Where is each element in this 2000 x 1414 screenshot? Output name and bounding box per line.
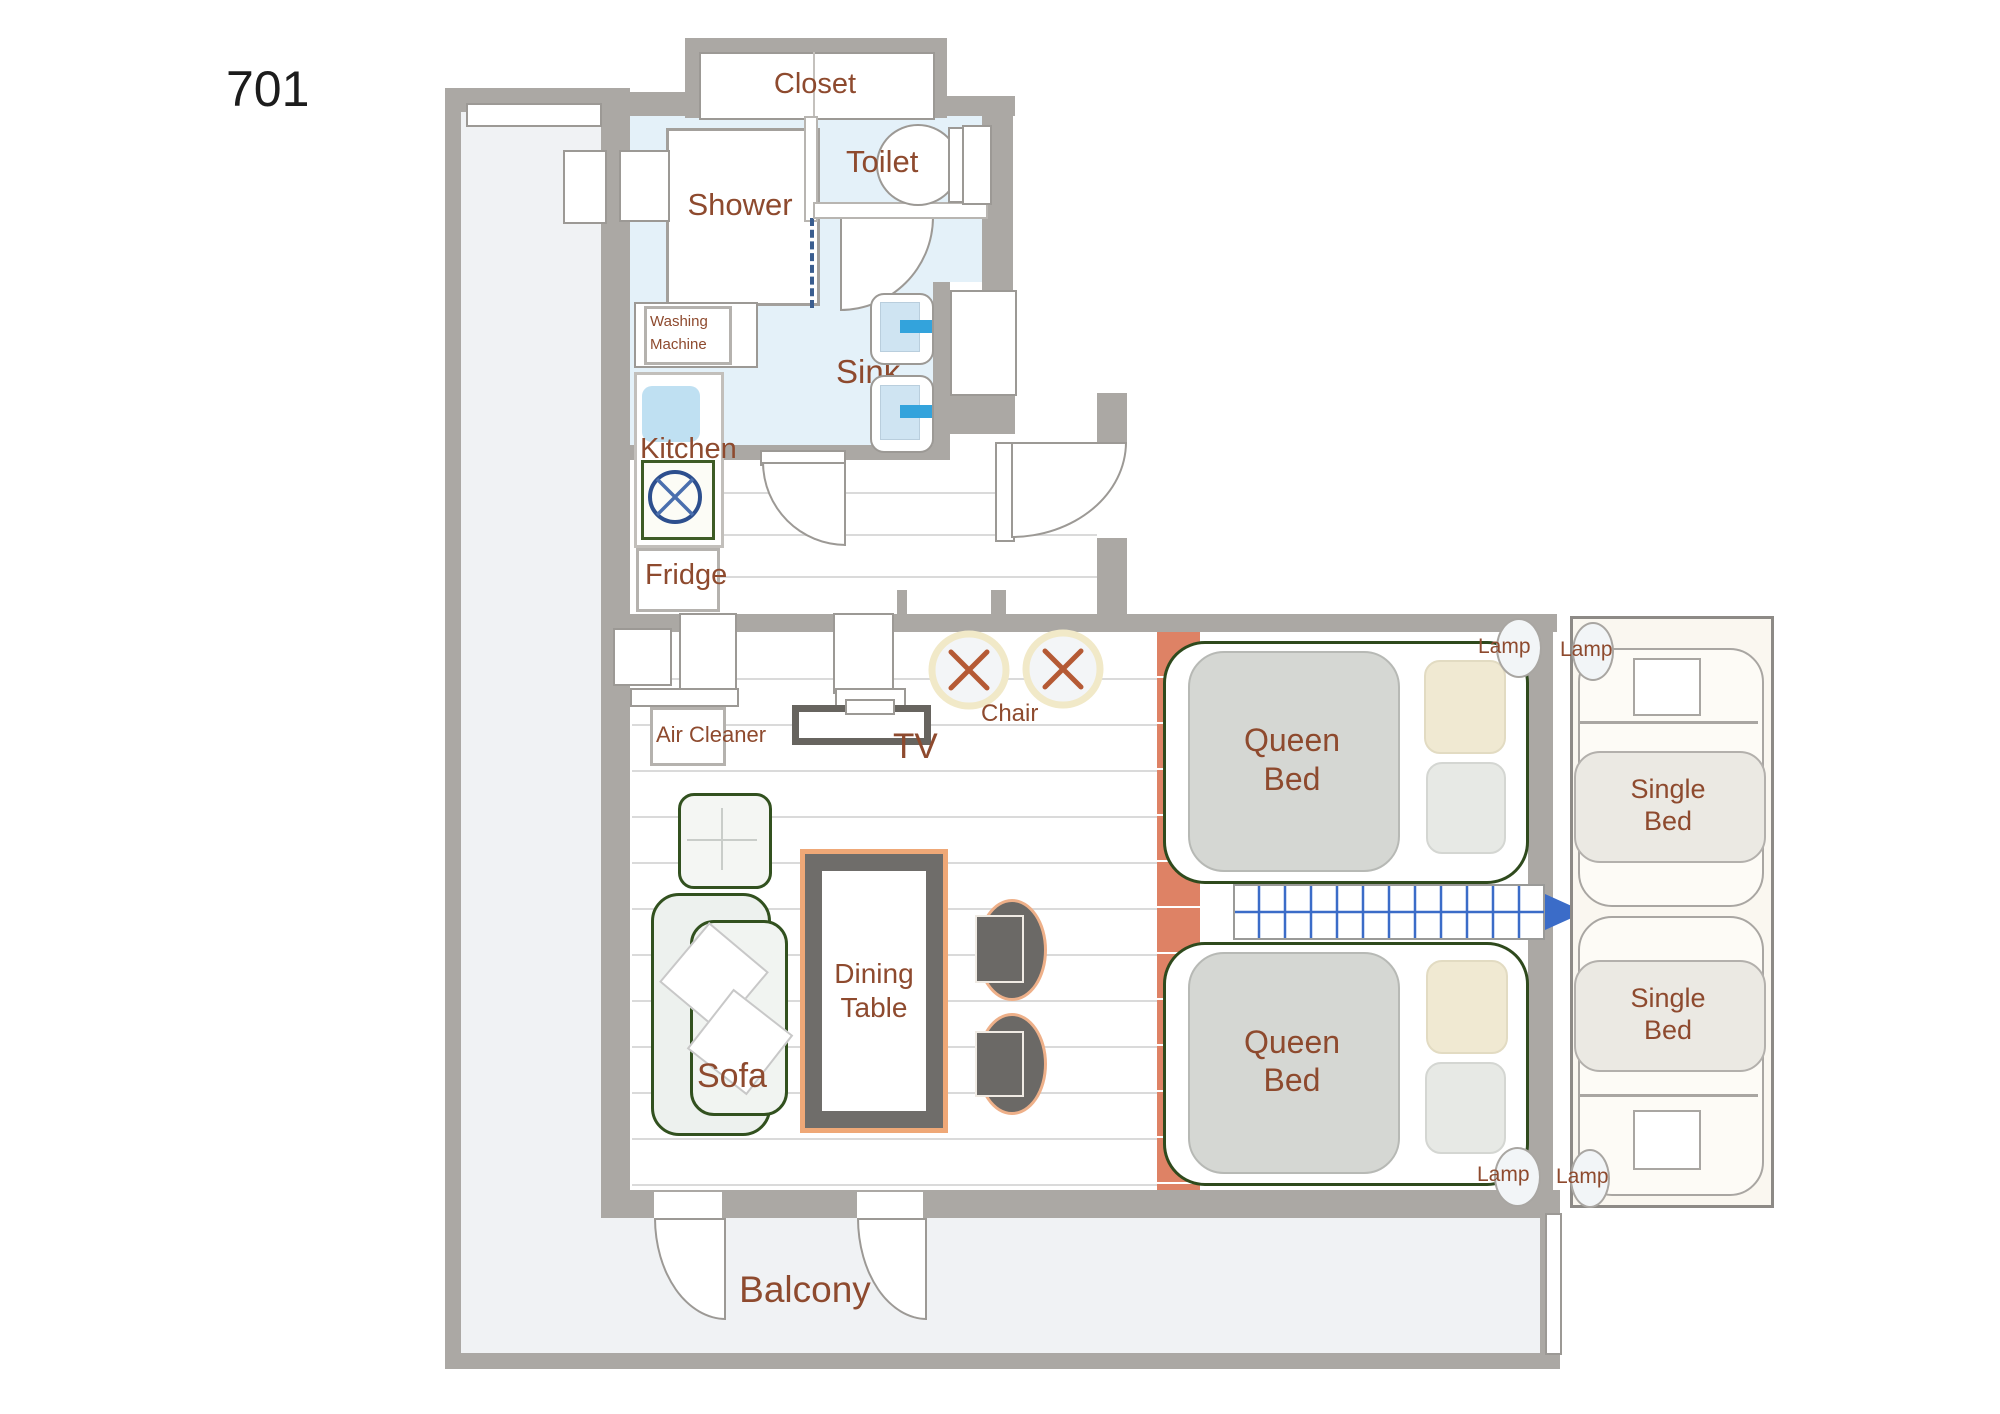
wall-niche <box>619 150 670 222</box>
lamp-label: Lamp <box>1477 1163 1530 1186</box>
faucet-icon <box>900 405 932 418</box>
fridge <box>636 548 720 612</box>
door-opening <box>857 1192 923 1218</box>
storage-cabinet <box>613 628 672 686</box>
dining-chair-seat <box>975 915 1024 983</box>
wall <box>1097 393 1127 442</box>
single-bed-top-mattress <box>1574 751 1766 863</box>
queen-bed-top-mattress <box>1188 651 1400 872</box>
single-bed-bottom-label: Single Bed <box>1630 982 1706 1045</box>
air-cleaner-label: Air Cleaner <box>656 722 767 747</box>
door-post <box>897 590 907 616</box>
bed-divider <box>1580 721 1758 724</box>
washing-machine-label: Washing Machine <box>650 313 708 353</box>
side-table <box>678 793 772 889</box>
pillow <box>1426 762 1506 854</box>
faucet-icon <box>900 320 932 333</box>
bed-divider <box>1580 1094 1758 1097</box>
entry-niche <box>950 290 1017 396</box>
toilet-tank-icon <box>962 125 992 205</box>
lamp-label: Lamp <box>1560 638 1613 661</box>
air-cleaner <box>650 707 726 766</box>
door-post <box>991 590 1006 616</box>
dining-table-label: Dining Table <box>834 958 914 1023</box>
lamp-icon <box>1494 1147 1541 1207</box>
bed-connector-arrow <box>1233 884 1585 940</box>
lamp-icon <box>1496 618 1542 678</box>
balcony-label: Balcony <box>739 1268 871 1310</box>
toilet-label: Toilet <box>846 144 919 179</box>
wall <box>445 1353 1560 1369</box>
queen-bed-bottom-mattress <box>1188 952 1400 1174</box>
chair-icon <box>1022 629 1104 709</box>
queen-bed-bottom-label: Queen Bed <box>1243 1023 1341 1098</box>
toilet-partition <box>813 202 988 219</box>
toilet-bowl-icon <box>876 124 960 206</box>
side-table-cross <box>721 808 723 870</box>
chair-label: Chair <box>981 700 1039 727</box>
pillow <box>1424 660 1506 754</box>
shower-label: Shower <box>687 187 793 223</box>
wall <box>617 92 687 116</box>
sofa-label: Sofa <box>697 1057 767 1095</box>
washing-machine <box>644 306 732 365</box>
pillow <box>1633 658 1701 716</box>
wall <box>933 282 950 460</box>
balcony-left-strip <box>460 112 601 1353</box>
lamp-label: Lamp <box>1478 635 1531 658</box>
tv-label: TV <box>893 727 938 766</box>
kitchen-sink-basin <box>642 386 700 442</box>
pillow <box>1633 1110 1701 1170</box>
wall <box>950 392 1015 434</box>
door-opening <box>654 1192 722 1218</box>
shower-sliding-door <box>810 218 814 308</box>
single-bed-top-label: Single Bed <box>1630 773 1706 836</box>
chair-icon <box>928 630 1010 710</box>
queen-bed-top-label: Queen Bed <box>1243 722 1341 797</box>
wall-niche <box>563 150 607 224</box>
fridge-label: Fridge <box>645 559 728 591</box>
pillow <box>1426 960 1508 1054</box>
dining-chair-seat <box>975 1031 1024 1097</box>
lamp-icon <box>1572 622 1614 681</box>
window <box>466 103 602 127</box>
lamp-label: Lamp <box>1556 1165 1609 1188</box>
kitchen-label: Kitchen <box>640 433 737 465</box>
wall <box>601 1190 1560 1218</box>
room-number: 701 <box>226 61 310 117</box>
stove-burner-icon <box>648 470 702 524</box>
tv-cabinet <box>833 613 894 694</box>
tv-mount <box>845 699 895 715</box>
dining-table-top <box>822 871 926 1111</box>
pillow <box>1425 1062 1506 1154</box>
lamp-icon <box>1570 1149 1610 1208</box>
storage-cabinet <box>679 613 737 694</box>
balcony-bottom-area <box>601 1218 1548 1353</box>
shelf <box>630 688 739 707</box>
entrance-door-swing <box>1011 442 1127 538</box>
closet-divider <box>813 52 815 116</box>
window <box>1545 1213 1562 1355</box>
single-bed-bottom-mattress <box>1574 960 1766 1072</box>
closet-label: Closet <box>773 67 857 100</box>
wall <box>445 88 461 1368</box>
